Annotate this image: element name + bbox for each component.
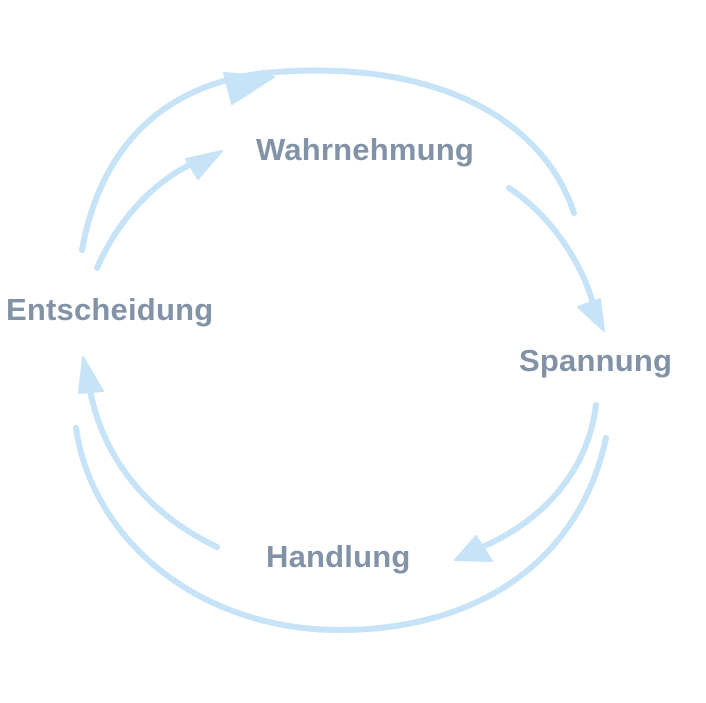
arrow-handlung-to-entscheidung [86,382,220,550]
node-label-wahrnehmung: Wahrnehmung [256,132,475,167]
arrowhead-to-wahrnehmung [185,150,223,180]
arrow-entscheidung-to-wahrnehmung [94,155,208,271]
node-label-spannung: Spannung [519,343,673,378]
node-label-handlung: Handlung [266,539,411,574]
outer-ring-bottom [73,425,609,634]
arrow-spannung-to-handlung [477,402,599,551]
node-label-entscheidung: Entscheidung [6,292,214,327]
outer-ring-top [79,67,577,253]
arrowhead-to-entscheidung [78,356,104,394]
arrowhead-outer-top [223,72,275,105]
arrow-wahrnehmung-to-spannung [506,185,595,303]
arrowhead-to-spannung [577,298,605,332]
arrowhead-to-handlung [454,535,493,562]
